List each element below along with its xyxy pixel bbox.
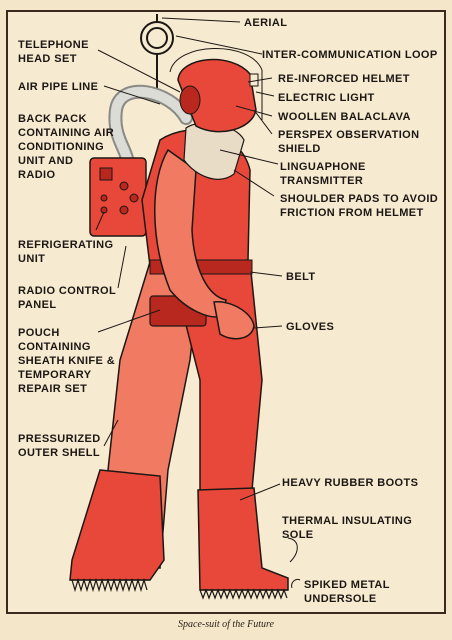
label-electric-light: ELECTRIC LIGHT bbox=[278, 92, 375, 104]
label-linguaphone-transmitter: LINGUAPHONE TRANSMITTER bbox=[280, 161, 366, 187]
label-gloves: GLOVES bbox=[286, 321, 335, 333]
label-inter-communication-loop: INTER-COMMUNICATION LOOP bbox=[262, 49, 438, 61]
suit-glove bbox=[213, 301, 255, 340]
label-perspex-shield: PERSPEX OBSERVATION SHIELD bbox=[278, 129, 420, 155]
leader-lines bbox=[95, 17, 301, 589]
label-pressurized-outer-shell: PRESSURIZED OUTER SHELL bbox=[18, 433, 101, 459]
suit-arm bbox=[154, 148, 227, 318]
label-refrigerating-unit: REFRIGERATING UNIT bbox=[18, 239, 114, 265]
label-telephone-head-set: TELEPHONE HEAD SET bbox=[18, 39, 89, 65]
back-boot bbox=[69, 469, 165, 581]
boot-spikes bbox=[70, 577, 288, 600]
label-back-pack: BACK PACK CONTAINING AIR CONDITIONING UN… bbox=[18, 113, 115, 181]
label-shoulder-pads: SHOULDER PADS TO AVOID FRICTION FROM HEL… bbox=[280, 193, 439, 219]
label-radio-control-panel: RADIO CONTROL PANEL bbox=[18, 285, 117, 311]
label-spiked-metal-undersole: SPIKED METAL UNDERSOLE bbox=[304, 579, 390, 605]
label-woollen-balaclava: WOOLLEN BALACLAVA bbox=[278, 111, 411, 123]
front-boot bbox=[197, 487, 289, 591]
helmet bbox=[169, 48, 263, 133]
label-aerial: AERIAL bbox=[244, 17, 288, 29]
label-pouch: POUCH CONTAINING SHEATH KNIFE & TEMPORAR… bbox=[18, 327, 116, 395]
label-belt: BELT bbox=[286, 271, 316, 283]
label-reinforced-helmet: RE-INFORCED HELMET bbox=[278, 73, 410, 85]
label-thermal-insulating-sole: THERMAL INSULATING SOLE bbox=[282, 515, 413, 541]
figure-caption: Space-suit of the Future bbox=[178, 619, 274, 630]
label-air-pipe-line: AIR PIPE LINE bbox=[18, 81, 99, 93]
label-heavy-rubber-boots: HEAVY RUBBER BOOTS bbox=[282, 477, 419, 489]
